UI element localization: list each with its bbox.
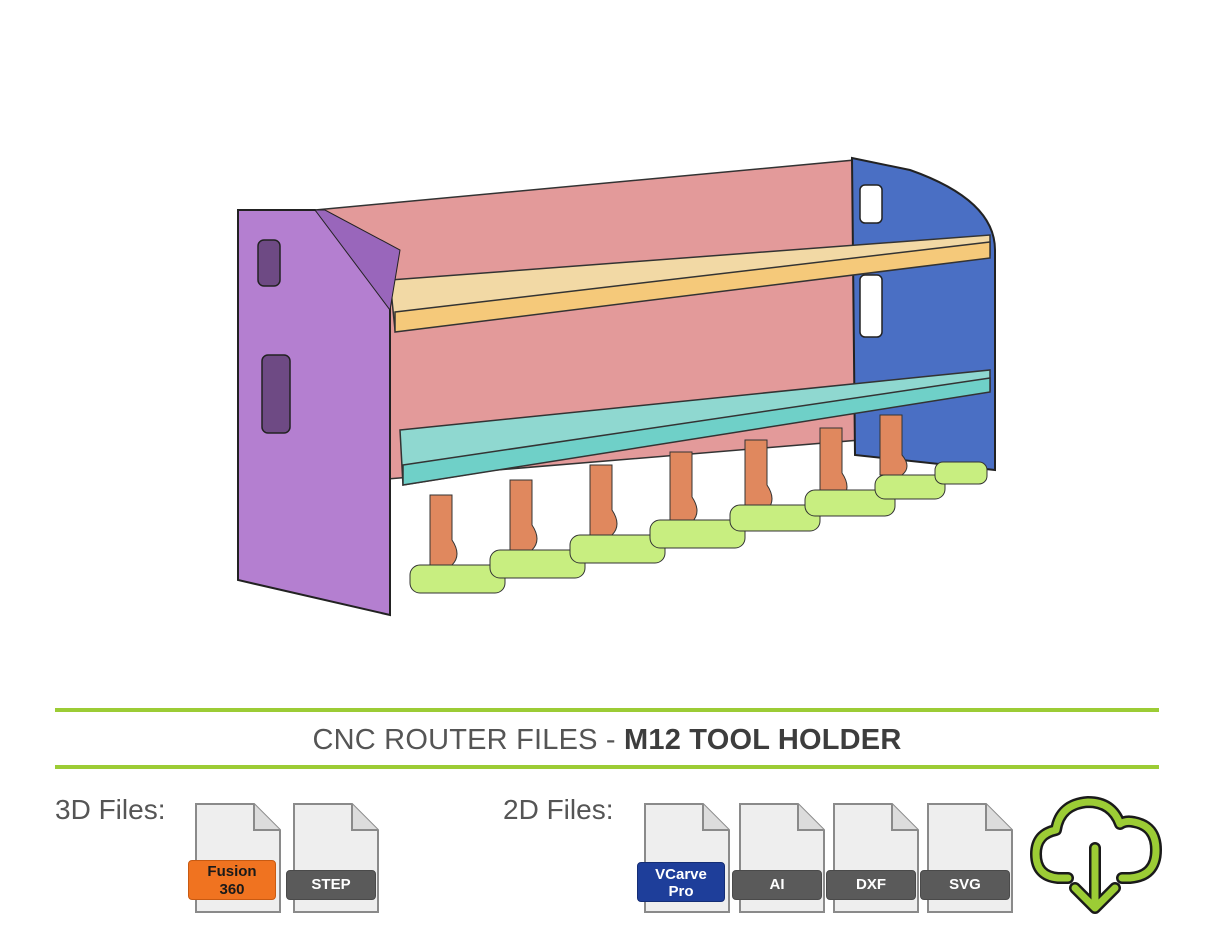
badge-vcarve-pro: VCarve Pro [637, 862, 725, 902]
file-svg[interactable]: SVG [920, 802, 1014, 914]
left-handle-top [257, 239, 281, 287]
badge-svg: SVG [920, 870, 1010, 900]
cloud-download-icon [1030, 796, 1162, 914]
tool-holder-render [237, 156, 996, 617]
right-handle-top [859, 184, 883, 224]
product-render [220, 140, 1020, 640]
badge-fusion-360: Fusion 360 [188, 860, 276, 900]
file-step[interactable]: STEP [286, 802, 380, 914]
download-button[interactable] [1030, 790, 1162, 918]
left-handle-bottom [261, 354, 291, 434]
badge-step: STEP [286, 870, 376, 900]
badge-dxf: DXF [826, 870, 916, 900]
left-side-edge [314, 209, 401, 312]
holders [429, 414, 908, 566]
files-2d-label: 2D Files: [503, 794, 614, 825]
top-divider [55, 708, 1159, 712]
page-title: CNC ROUTER FILES - M12 TOOL HOLDER [0, 724, 1214, 757]
file-vcarve-pro[interactable]: VCarve Pro [637, 802, 731, 914]
file-ai[interactable]: AI [732, 802, 826, 914]
title-prefix: CNC ROUTER FILES - [312, 724, 625, 756]
files-3d-label: 3D Files: [55, 794, 166, 825]
bottom-divider [55, 765, 1159, 769]
title-product: M12 TOOL HOLDER [624, 724, 902, 756]
top-shelf-edge [394, 241, 991, 333]
bases [409, 461, 988, 594]
badge-ai: AI [732, 870, 822, 900]
bottom-shelf-edge [402, 377, 991, 486]
right-handle-bottom [859, 274, 883, 338]
file-fusion-360[interactable]: Fusion 360 [188, 802, 282, 914]
file-dxf[interactable]: DXF [826, 802, 920, 914]
